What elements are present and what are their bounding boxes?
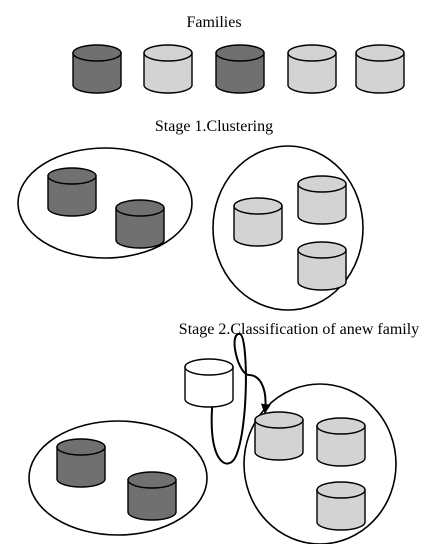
stage2-cylinder-light	[254, 411, 304, 461]
stage1-cylinder-dark-body	[47, 175, 97, 217]
family-cylinder-light	[143, 44, 193, 94]
stage2-cylinder-light	[316, 417, 366, 467]
family-cylinder-light	[287, 44, 337, 94]
stage1-cylinder-dark-top	[47, 167, 97, 185]
stage2-cylinder-dark	[127, 471, 177, 521]
family-cylinder-light-top	[287, 44, 337, 62]
family-cylinder-dark	[72, 44, 122, 94]
stage1-cluster-dark	[17, 147, 193, 259]
family-cylinder-dark-top	[72, 44, 122, 62]
stage2-cylinder-dark	[56, 438, 106, 488]
family-cylinder-light-body	[287, 52, 337, 94]
family-cylinder-dark-top	[215, 44, 265, 62]
family-cylinder-dark-body	[72, 52, 122, 94]
stage1-cylinder-light-top	[297, 241, 347, 259]
stage1-cylinder-dark	[47, 167, 97, 217]
stage2-cylinders	[56, 411, 366, 531]
stage2-cylinder-dark-body	[127, 479, 177, 521]
new-family	[184, 358, 234, 408]
family-cylinder-dark	[215, 44, 265, 94]
families-title: Families	[186, 14, 241, 31]
stage2-cylinder-light-body	[316, 425, 366, 467]
stage1-cylinder-light-top	[233, 197, 283, 215]
family-cylinder-light-top	[143, 44, 193, 62]
stage1-cylinder-dark-top	[115, 199, 165, 217]
stage1-label: Stage 1.Clustering	[155, 118, 273, 135]
family-cylinder-light-top	[355, 44, 405, 62]
stage1-cylinder-dark-body	[115, 207, 165, 249]
families-row	[72, 44, 405, 94]
new-family-cylinder-body	[184, 366, 234, 408]
stage1-cylinder-light-top	[297, 175, 347, 193]
family-cylinder-light-body	[355, 52, 405, 94]
stage2-cylinder-dark-top	[127, 471, 177, 489]
stage2-cylinder-dark-top	[56, 438, 106, 456]
family-cylinder-light-body	[143, 52, 193, 94]
family-cylinder-light	[355, 44, 405, 94]
stage1-cylinder-dark	[115, 199, 165, 249]
new-family-cylinder-top	[184, 358, 234, 376]
new-family-cylinder	[184, 358, 234, 408]
stage2-cylinder-light-top	[316, 481, 366, 499]
classification-arrow	[210, 333, 271, 465]
stage2-cylinder-light-top	[254, 411, 304, 429]
stage2-cylinder-dark-body	[56, 446, 106, 488]
stage2-cluster-dark	[28, 420, 208, 536]
stage1-cylinder-light	[233, 197, 283, 247]
stage1-cylinders	[47, 167, 347, 291]
stage2-cylinder-light-top	[316, 417, 366, 435]
stage1-cylinder-light-body	[297, 183, 347, 225]
family-cylinder-dark-body	[215, 52, 265, 94]
stage1-cylinder-light-body	[297, 249, 347, 291]
stage2-cylinder-light-body	[254, 419, 304, 461]
stage2-cylinder-light	[316, 481, 366, 531]
stage1-cylinder-light-body	[233, 205, 283, 247]
stage2-cylinder-light-body	[316, 489, 366, 531]
stage1-cylinder-light	[297, 175, 347, 225]
stage1-cylinder-light	[297, 241, 347, 291]
stage2-label: Stage 2.Classification of anew family	[179, 321, 419, 338]
